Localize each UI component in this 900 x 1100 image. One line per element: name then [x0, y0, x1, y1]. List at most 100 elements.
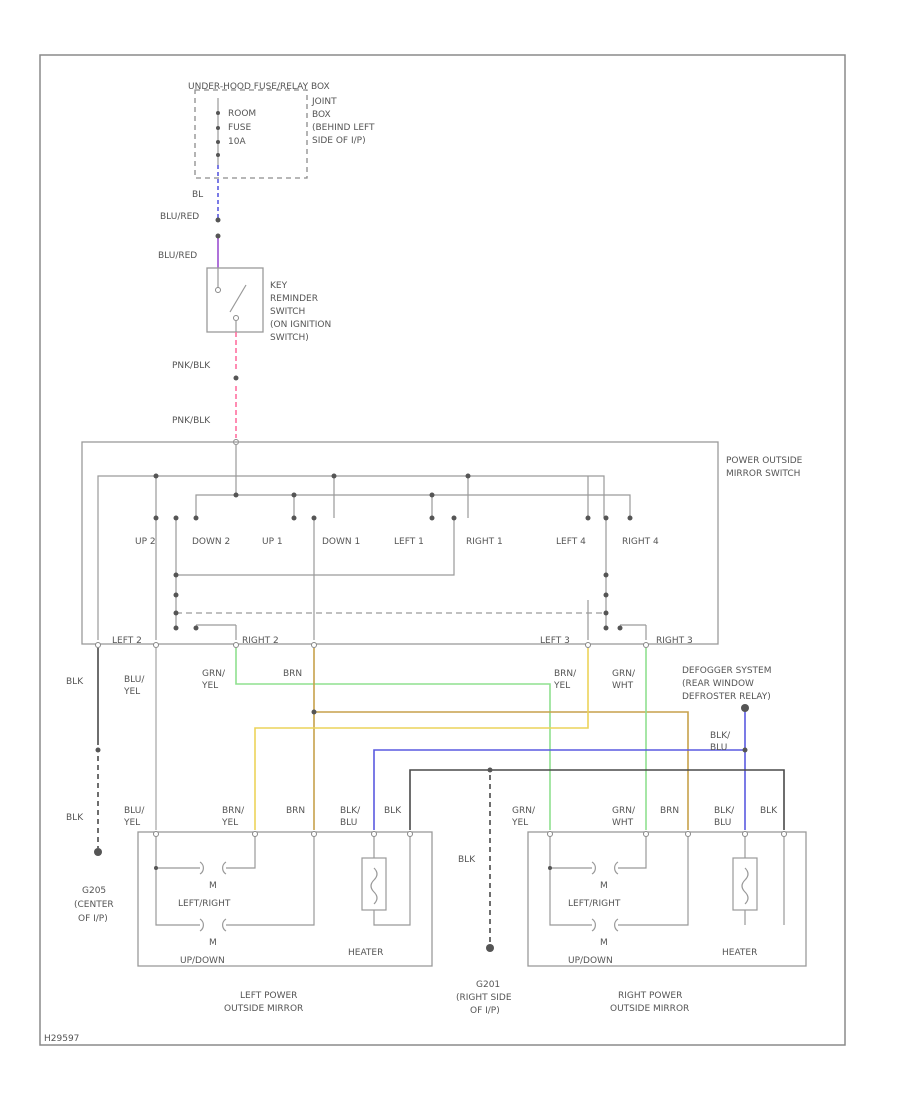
key-switch-label-3: SWITCH	[270, 307, 305, 317]
key-switch-label-5: SWITCH)	[270, 333, 309, 343]
svg-text:GRN/: GRN/	[612, 806, 636, 816]
svg-text:WHT: WHT	[612, 818, 634, 828]
right-mirror-motor-ud-label: UP/DOWN	[568, 956, 613, 966]
fuse-label-1: ROOM	[228, 109, 256, 119]
left-mirror-pins	[153, 831, 413, 837]
right-mirror-internal	[549, 837, 785, 932]
wire-label-blu-yel-1b: YEL	[123, 687, 140, 697]
fuse-box	[194, 89, 308, 179]
mirror-switch-title-2: MIRROR SWITCH	[726, 469, 800, 479]
wire-label-grn-yel-1b: YEL	[201, 681, 218, 691]
svg-text:GRN/: GRN/	[512, 806, 536, 816]
ground-g201-label-2: (RIGHT SIDE	[456, 993, 512, 1003]
joint-box-note-3: (BEHIND LEFT	[312, 123, 375, 133]
mirror-switch-title-1: POWER OUTSIDE	[726, 456, 803, 466]
svg-text:BRN: BRN	[660, 806, 679, 816]
svg-text:BLK/: BLK/	[714, 806, 735, 816]
joint-box-note-2: BOX	[312, 110, 331, 120]
svg-text:YEL: YEL	[511, 818, 528, 828]
svg-text:BLU: BLU	[340, 818, 357, 828]
left-mirror-m-1: M	[209, 881, 217, 891]
right-mirror-m-2: M	[600, 938, 608, 948]
key-switch-label-1: KEY	[270, 281, 288, 291]
left-mirror-heater-label: HEATER	[348, 948, 383, 958]
svg-text:BLK: BLK	[760, 806, 778, 816]
svg-text:BLU/: BLU/	[124, 806, 145, 816]
joint-box-note-4: SIDE OF I/P)	[312, 136, 366, 146]
right-mirror-pins	[547, 831, 787, 837]
left-mirror-motor-ud	[199, 918, 227, 932]
left-mirror-title-1: LEFT POWER	[240, 991, 297, 1001]
defogger-label-3: DEFROSTER RELAY)	[682, 692, 771, 702]
switch-junctions	[153, 473, 633, 631]
ground-g205-label-3: OF I/P)	[78, 914, 108, 924]
svg-text:BRN/: BRN/	[222, 806, 245, 816]
wire-label-blk-left: BLK	[66, 677, 84, 687]
wire-label-bl: BL	[192, 190, 203, 200]
contact-left-1: LEFT 1	[394, 537, 424, 547]
ground-g205-label-2: (CENTER	[74, 900, 114, 910]
wire-label-blu-red-1: BLU/RED	[160, 212, 199, 222]
wire-label-pnk-blk-2: PNK/BLK	[172, 416, 211, 426]
switch-internal-wiring	[97, 444, 647, 640]
right-mirror-pin-labels: GRN/ YEL GRN/ WHT BRN BLK/ BLU BLK	[511, 806, 778, 828]
svg-text:YEL: YEL	[221, 818, 238, 828]
left-mirror-motor-lr	[199, 861, 227, 875]
diagram-border	[39, 54, 846, 1046]
defogger-label-2: (REAR WINDOW	[682, 679, 754, 689]
key-switch-label-4: (ON IGNITION	[270, 320, 331, 330]
contact-up-1: UP 1	[262, 537, 283, 547]
svg-text:BRN: BRN	[286, 806, 305, 816]
svg-text:BLK: BLK	[384, 806, 402, 816]
right-mirror-title-2: OUTSIDE MIRROR	[610, 1004, 689, 1014]
left-mirror-title-2: OUTSIDE MIRROR	[224, 1004, 303, 1014]
svg-text:BLK/: BLK/	[340, 806, 361, 816]
wire-label-blk-blu-rb: BLU	[710, 743, 727, 753]
power-outside-mirror-switch	[81, 441, 719, 645]
terminal-right-2: RIGHT 2	[242, 636, 279, 646]
wire-label-blu-yel-1: BLU/	[124, 675, 145, 685]
contact-down-1: DOWN 1	[322, 537, 360, 547]
left-mirror-m-2: M	[209, 938, 217, 948]
terminal-left-2: LEFT 2	[112, 636, 142, 646]
wire-label-grn-wht-1b: WHT	[612, 681, 634, 691]
wire-label-blk-center: BLK	[458, 855, 476, 865]
right-mirror-heater-label: HEATER	[722, 948, 757, 958]
wire-label-blu-red-2: BLU/RED	[158, 251, 197, 261]
defogger-label-1: DEFOGGER SYSTEM	[682, 666, 772, 676]
left-power-outside-mirror	[137, 831, 433, 967]
diagram-code: H29597	[44, 1034, 79, 1044]
ground-g205-label-1: G205	[82, 886, 106, 896]
contact-down-2: DOWN 2	[192, 537, 230, 547]
fuse-label-2: FUSE	[228, 123, 251, 133]
right-mirror-title-1: RIGHT POWER	[618, 991, 682, 1001]
wire-label-grn-wht-1: GRN/	[612, 669, 636, 679]
right-mirror-m-1: M	[600, 881, 608, 891]
contact-left-4: LEFT 4	[556, 537, 586, 547]
svg-text:BLU: BLU	[714, 818, 731, 828]
contact-right-1: RIGHT 1	[466, 537, 503, 547]
wire-label-blk-blu-r: BLK/	[710, 731, 731, 741]
joint-box-note-1: JOINT	[311, 97, 337, 107]
contact-up-2: UP 2	[135, 537, 156, 547]
fuse-label-3: 10A	[228, 137, 246, 147]
right-power-outside-mirror	[527, 831, 807, 967]
wire-label-brn-yel-1b: YEL	[553, 681, 570, 691]
svg-text:YEL: YEL	[123, 818, 140, 828]
right-mirror-motor-lr-label: LEFT/RIGHT	[568, 899, 621, 909]
terminal-right-3: RIGHT 3	[656, 636, 693, 646]
left-mirror-motor-lr-label: LEFT/RIGHT	[178, 899, 231, 909]
wire-label-blk-left-lower: BLK	[66, 813, 84, 823]
ground-g201-label-3: OF I/P)	[470, 1006, 500, 1016]
contact-right-4: RIGHT 4	[622, 537, 659, 547]
ground-g201-label-1: G201	[476, 980, 500, 990]
wire-label-grn-yel-1: GRN/	[202, 669, 226, 679]
wire-label-brn-1: BRN	[283, 669, 302, 679]
fuse-box-title: UNDER-HOOD FUSE/RELAY BOX	[188, 82, 330, 92]
switch-terminals	[95, 642, 649, 648]
left-mirror-internal	[155, 837, 411, 926]
left-mirror-motor-ud-label: UP/DOWN	[180, 956, 225, 966]
key-reminder-switch	[206, 267, 264, 333]
key-switch-label-2: REMINDER	[270, 294, 318, 304]
